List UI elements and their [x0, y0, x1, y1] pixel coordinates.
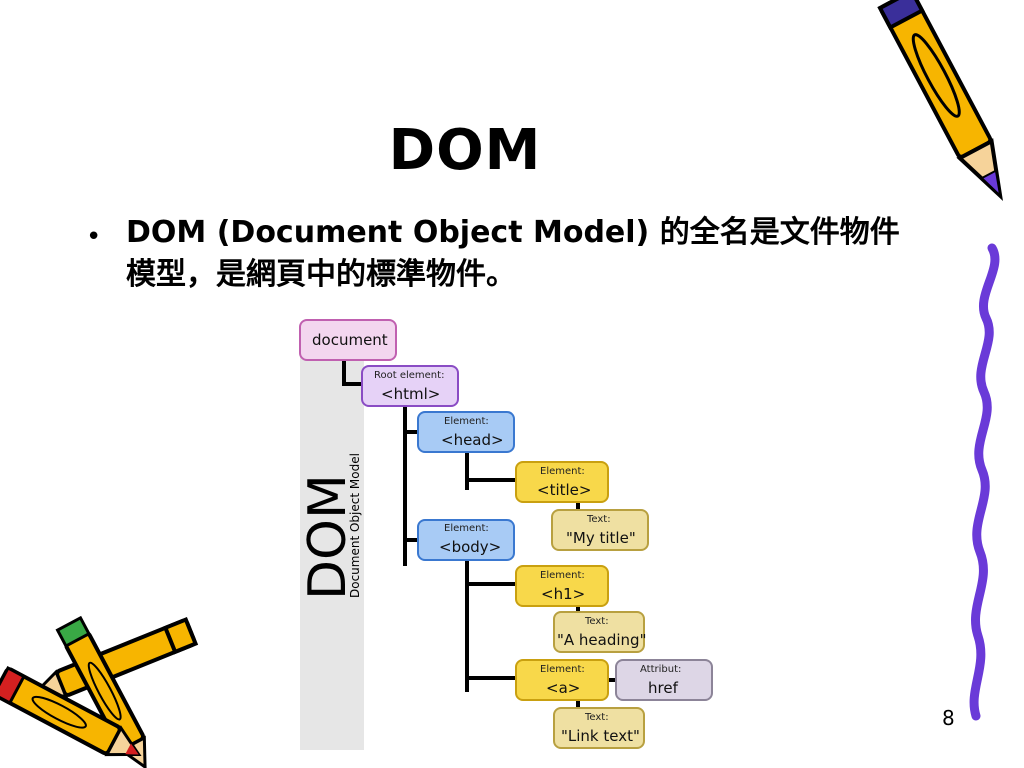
node-head-value: <head>	[441, 431, 504, 449]
node-a-value: <a>	[546, 679, 580, 697]
diagram-side-title: DOM	[298, 474, 358, 600]
node-title-text-value: "My title"	[566, 529, 636, 547]
node-a-attribute-value: href	[648, 679, 679, 697]
node-a-label: Element:	[540, 664, 585, 675]
pencil-icon	[877, 0, 1003, 201]
node-a-text-value: "Link text"	[561, 727, 640, 745]
node-title: Element: <title>	[515, 461, 609, 503]
node-head-label: Element:	[444, 416, 489, 427]
node-h1-label: Element:	[540, 570, 585, 581]
crossed-pencils-icon	[0, 615, 199, 768]
node-title-text-label: Text:	[586, 514, 611, 525]
node-a: Element: <a>	[515, 659, 609, 701]
slide-title: DOM	[388, 118, 542, 183]
node-a-text: Text: "Link text"	[553, 707, 645, 749]
page-number: 8	[942, 706, 955, 730]
node-body-label: Element:	[444, 523, 489, 534]
node-h1: Element: <h1>	[515, 565, 609, 607]
node-title-label: Element:	[540, 466, 585, 477]
node-html-value: <html>	[381, 385, 440, 403]
node-a-attribute-label: Attribut:	[640, 664, 681, 675]
node-h1-text-label: Text:	[584, 616, 609, 627]
node-h1-text: Text: "A heading"	[553, 611, 646, 653]
diagram-side-subtitle: Document Object Model	[348, 453, 362, 598]
node-document-value: document	[312, 331, 388, 349]
node-head: Element: <head>	[417, 411, 515, 453]
bullet-line-1: DOM (Document Object Model) 的全名是文件物件	[126, 215, 900, 250]
bullet-text: DOM (Document Object Model) 的全名是文件物件 模型，…	[126, 212, 926, 296]
node-body-value: <body>	[439, 538, 501, 556]
node-body: Element: <body>	[417, 519, 515, 561]
bullet-marker: •	[86, 222, 102, 252]
node-title-text: Text: "My title"	[551, 509, 649, 551]
bullet-line-2: 模型，是網頁中的標準物件。	[126, 257, 516, 292]
node-title-value: <title>	[537, 481, 591, 499]
node-html: Root element: <html>	[361, 365, 459, 407]
node-a-text-label: Text:	[584, 712, 609, 723]
node-document: document	[299, 319, 397, 361]
node-html-label: Root element:	[374, 370, 444, 381]
node-a-attribute: Attribut: href	[615, 659, 713, 701]
node-h1-text-value: "A heading"	[557, 631, 646, 649]
node-h1-value: <h1>	[541, 585, 585, 603]
diagram-side-panel	[300, 344, 364, 750]
wavy-line	[969, 243, 1000, 721]
